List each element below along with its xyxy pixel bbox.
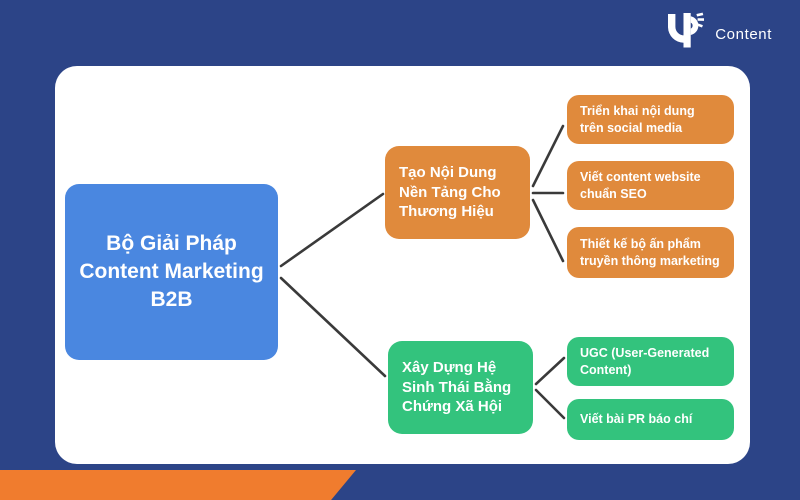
node-leaf-pr-press[interactable]: Viết bài PR báo chí [567, 399, 734, 440]
node-leaf-1-1-label: Triển khai nội dung trên social media [580, 104, 695, 135]
connector-branch2-to-leaf1 [534, 356, 566, 386]
node-root-label: Bộ Giải Pháp Content Marketing B2B [79, 232, 264, 311]
node-leaf-1-2-label: Viết content website chuẩn SEO [580, 170, 701, 201]
connector-branch1-to-leaf1 [531, 124, 565, 188]
diagram-card: Bộ Giải Pháp Content Marketing B2B Tạo N… [55, 66, 750, 464]
decorative-orange-band [0, 470, 356, 500]
connector-lines [279, 124, 566, 420]
connector-root-to-branch1 [279, 192, 385, 268]
connector-branch2-to-leaf2 [534, 388, 566, 420]
node-branch-1-label: Tạo Nội Dung Nền Tảng Cho Thương Hiệu [399, 163, 501, 221]
connector-root-to-branch2 [279, 276, 387, 378]
node-leaf-1-3-label: Thiết kế bộ ấn phẩm truyền thông marketi… [580, 237, 720, 268]
connector-branch1-to-leaf3 [531, 198, 565, 263]
node-root[interactable]: Bộ Giải Pháp Content Marketing B2B [65, 184, 278, 360]
node-leaf-2-2-label: Viết bài PR báo chí [580, 412, 693, 427]
node-branch-social-proof[interactable]: Xây Dựng Hệ Sinh Thái Bằng Chứng Xã Hội [388, 341, 533, 434]
node-branch-2-label: Xây Dựng Hệ Sinh Thái Bằng Chứng Xã Hội [402, 358, 512, 416]
node-leaf-marketing-design[interactable]: Thiết kế bộ ấn phẩm truyền thông marketi… [567, 227, 734, 278]
node-branch-content-foundation[interactable]: Tạo Nội Dung Nền Tảng Cho Thương Hiệu [385, 146, 530, 239]
brand-logo: Content [660, 10, 772, 50]
jp-monogram-icon [668, 12, 705, 48]
node-leaf-social-media[interactable]: Triển khai nội dung trên social media [567, 95, 734, 144]
node-leaf-ugc[interactable]: UGC (User-Generated Content) [567, 337, 734, 386]
node-leaf-seo-website[interactable]: Viết content website chuẩn SEO [567, 161, 734, 210]
node-leaf-2-1-label: UGC (User-Generated Content) [580, 346, 710, 377]
logo-text: Content [715, 26, 772, 43]
